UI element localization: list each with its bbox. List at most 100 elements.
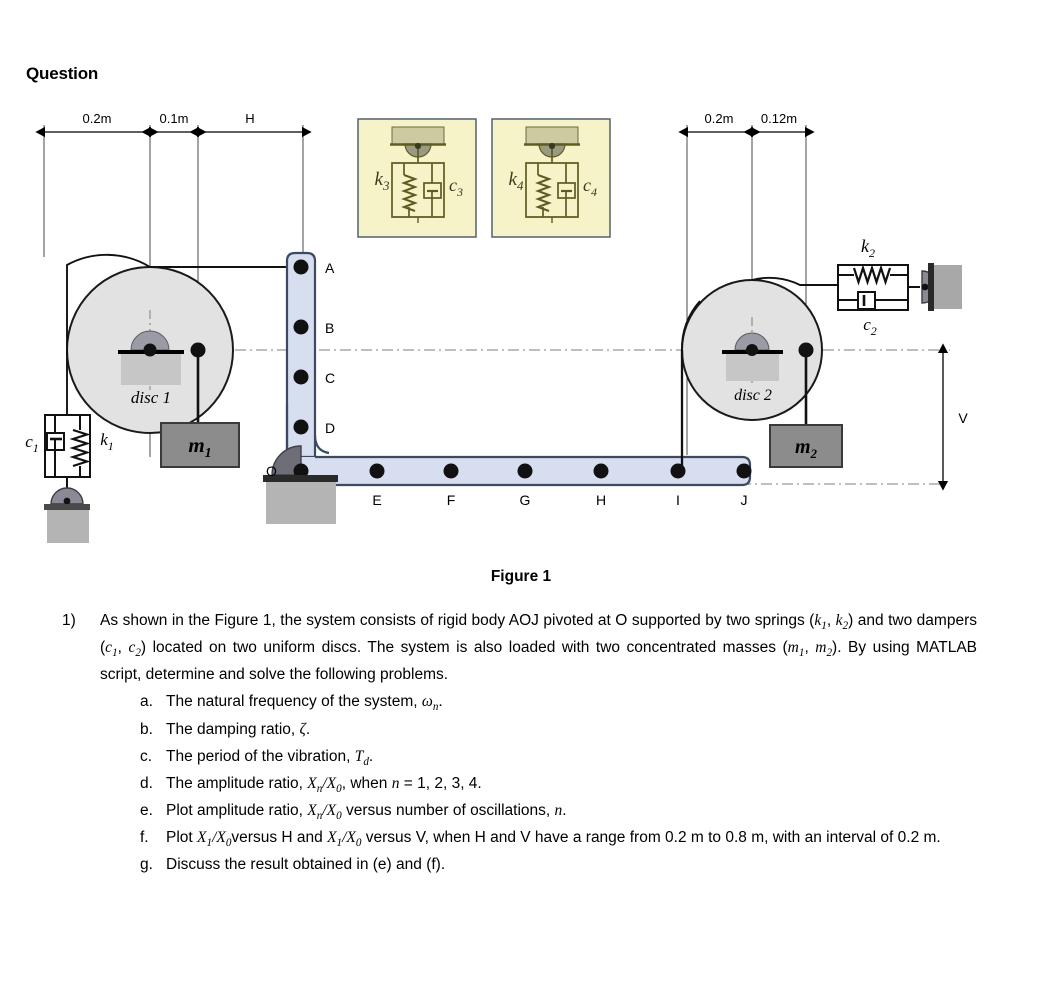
spring-damper-box-k4-c4 [491,118,611,238]
q-part-4: ). By using MATLAB script, determine and… [100,639,977,684]
q-sym-m1: m [787,639,799,657]
question-paragraph: As shown in the Figure 1, the system con… [100,608,977,687]
q-comma-1: , [826,612,836,629]
joint-I [670,463,686,479]
label-c4: c4 [583,175,597,199]
sub-item-g-mark: g. [140,856,153,874]
point-label-I: I [676,492,680,508]
sub-item-d-text: The amplitude ratio, Xn/X0, when n = 1, … [166,771,977,798]
sub-item-a-mark: a. [140,693,153,711]
f-X2: X [327,829,337,847]
point-label-F: F [447,492,456,508]
d-X: X [307,774,317,792]
sub-item-c-mark: c. [140,747,153,765]
point-label-O: O [266,463,277,479]
sub-item-d: d. The amplitude ratio, Xn/X0, when n = … [140,771,977,798]
q-sym-k1: k [814,612,822,629]
point-label-A: A [325,260,335,276]
spring-damper-c1-k1 [44,414,91,543]
q-sym-c2: c [128,639,136,657]
e-Xsub: n [316,810,323,823]
d-t1: The amplitude ratio, [166,774,308,792]
e-X: X [307,802,317,820]
q-sub-m2: 2 [826,647,833,660]
f-X: X [197,829,207,847]
label-c1: c1 [25,432,39,455]
question-number: 1) [62,612,76,629]
ground-base-left [47,510,89,543]
joint-H [593,463,609,479]
label-k3: k3 [375,169,390,193]
spring-damper-k2-c2 [837,263,962,311]
sub-item-a: a. The natural frequency of the system, … [140,689,977,716]
b-t1: The damping ratio, [166,720,300,738]
d-n: n [391,774,400,792]
ground-base-pivot [266,482,336,524]
q-sym-m2: m [815,639,827,657]
joint-O [293,463,309,479]
disc-1 [66,266,234,434]
q-comma-3: , [804,639,816,657]
q-sym-k2: k [835,612,843,629]
sub-item-g: g. Discuss the result obtained in (e) an… [140,852,977,877]
joint-G [517,463,533,479]
q-part-2: ) and two dampers ( [100,612,977,657]
f-X2sub: 1 [336,837,343,850]
mass-m1-block [160,422,240,468]
d-slash: / [322,774,327,792]
e-slash: / [322,802,327,820]
label-m2: m2 [795,436,818,461]
sub-item-b: b. The damping ratio, ζ. [140,717,977,744]
q-part-1: As shown in the Figure 1, the system con… [100,612,815,629]
q-sub-k2: 2 [842,620,849,633]
dim-label-left-1: 0.2m [83,111,112,126]
cable-disc2-to-k2 [751,276,838,286]
point-label-G: G [520,492,531,508]
f-slash: / [212,829,217,847]
cable-disc1-to-A [66,253,297,350]
a-t1: The natural frequency of the system, [166,693,422,711]
sub-item-b-mark: b. [140,720,153,738]
d-t3: = 1, 2, 3, 4. [399,774,482,792]
f-X02: X [346,829,356,847]
d-Xsub: n [316,782,323,795]
point-label-D: D [325,420,335,436]
e-n: n [554,802,563,820]
d-X0sub: 0 [336,782,342,795]
f-t2: versus H and [231,829,328,847]
label-k1: k1 [100,430,114,453]
dim-label-left-3: H [245,111,254,126]
dim-label-right-1: 0.2m [705,111,734,126]
e-X0: X [326,802,337,820]
label-k4: k4 [509,169,524,193]
label-disc-2: disc 2 [734,387,772,404]
q-comma-2: , [117,639,129,657]
spring-damper-box-k3-c3 [357,118,477,238]
e-t3: . [562,802,567,820]
c-t2: . [368,747,374,765]
f-X0: X [216,829,226,847]
q-sub-m1: 1 [798,647,805,660]
sub-item-c: c. The period of the vibration, Td. [140,744,977,771]
point-label-J: J [741,492,748,508]
f-X02sub: 0 [355,837,362,850]
sub-item-f-mark: f. [140,829,149,847]
joint-C [293,369,309,385]
sub-item-d-mark: d. [140,774,153,792]
d-X0: X [326,774,337,792]
d-t2: , when [341,774,392,792]
label-m1: m1 [188,433,211,461]
joint-F [443,463,459,479]
sub-item-e-text: Plot amplitude ratio, Xn/X0 versus numbe… [166,798,977,825]
label-k2: k2 [861,236,875,260]
dim-label-right-2: 0.12m [761,111,797,126]
label-disc-1: disc 1 [131,388,171,407]
point-label-C: C [325,370,335,386]
joint-B [293,319,309,335]
f-slash2: / [342,829,347,847]
sub-item-b-text: The damping ratio, ζ. [166,717,977,744]
rigid-body-vertical-arm [285,251,317,467]
e-t1: Plot amplitude ratio, [166,802,308,820]
q-sub-c1: 1 [112,647,118,660]
sub-item-g-text: Discuss the result obtained in (e) and (… [166,856,446,874]
